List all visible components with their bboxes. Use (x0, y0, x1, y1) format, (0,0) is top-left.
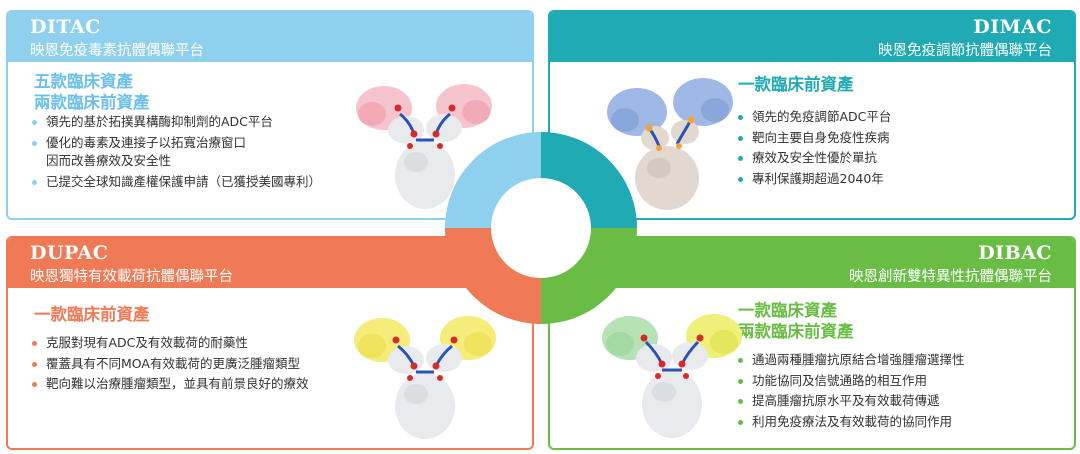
bullet-dot-icon (32, 361, 37, 367)
dibac-header: DIBAC 映恩創新雙特異性抗體偶聯平台 (550, 238, 1074, 288)
dibac-headline-line-1: 一款臨床資產 (738, 301, 837, 320)
bullet-dot-icon (738, 176, 743, 182)
dibac-bullet: 利用免疫療法及有效載荷的協同作用 (736, 413, 1056, 432)
dibac-panel: DIBAC 映恩創新雙特異性抗體偶聯平台 一款臨床資產 兩款臨床前資產 通過兩種… (548, 236, 1076, 450)
bullet-dot-icon (738, 399, 743, 404)
ditac-panel: DITAC 映恩免疫毒素抗體偶聯平台 五款臨床資產 兩款臨床前資產 領先的基於拓… (6, 10, 534, 220)
ditac-bullet-continuation: 因而改善療效及安全性 (46, 153, 172, 168)
ditac-headline-line-1: 五款臨床資產 (34, 72, 133, 91)
dibac-bullet: 提高腫瘤抗原水平及有效載荷傳遞 (736, 392, 1056, 411)
dibac-bullet: 通過兩種腫瘤抗原結合增強腫瘤選擇性 (736, 351, 1056, 370)
bullet-dot-icon (738, 358, 743, 363)
dupac-bullet: 覆蓋具有不同MOA有效載荷的更廣泛腫瘤類型 (30, 355, 360, 374)
dupac-header: DUPAC 映恩獨特有效載荷抗體偶聯平台 (8, 238, 532, 288)
ditac-bullet: 領先的基於拓撲異構酶抑制劑的ADC平台 (30, 113, 360, 132)
dupac-headline: 一款臨床前資產 (34, 304, 150, 325)
bullet-dot-icon (738, 156, 743, 161)
dimac-bullet: 專利保護期超過2040年 (736, 170, 1036, 189)
dupac-headline-line-1: 一款臨床前資產 (34, 305, 150, 324)
ditac-antibody-illustration (350, 80, 500, 212)
ditac-header: DITAC 映恩免疫毒素抗體偶聯平台 (8, 12, 532, 62)
bullet-dot-icon (32, 179, 37, 185)
dibac-headline-line-2: 兩款臨床前資產 (738, 322, 854, 341)
dupac-bullet: 靶向難以治療腫瘤類型，並具有前景良好的療效 (30, 375, 360, 394)
dupac-antibody-illustration (350, 308, 500, 442)
ring-quadrant-ditac (445, 132, 541, 228)
dibac-headline: 一款臨床資產 兩款臨床前資產 (738, 300, 854, 342)
dimac-antibody-illustration (605, 74, 735, 212)
bullet-dot-icon (32, 341, 37, 346)
dimac-bullet: 靶向主要自身免疫性疾病 (736, 129, 1036, 148)
dimac-bullet-list: 領先的免疫調節ADC平台 靶向主要自身免疫性疾病 療效及安全性優於單抗 專利保護… (736, 108, 1036, 190)
bullet-dot-icon (738, 115, 743, 120)
bullet-dot-icon (738, 378, 743, 384)
dibac-bullet: 功能協同及信號通路的相互作用 (736, 372, 1056, 391)
dupac-bullet-list: 克服對現有ADC及有效載荷的耐藥性 覆蓋具有不同MOA有效載荷的更廣泛腫瘤類型 … (30, 334, 360, 396)
ditac-headline-line-2: 兩款臨床前資產 (34, 93, 150, 112)
bullet-dot-icon (738, 135, 743, 141)
ring-quadrant-dimac (541, 132, 637, 228)
dibac-bullet-list: 通過兩種腫瘤抗原結合增強腫瘤選擇性 功能協同及信號通路的相互作用 提高腫瘤抗原水… (736, 351, 1056, 433)
ditac-abbr: DITAC (30, 16, 101, 38)
bullet-dot-icon (32, 120, 37, 125)
dupac-abbr: DUPAC (30, 242, 109, 264)
ring-quadrant-dibac (541, 228, 637, 324)
dimac-bullet: 領先的免疫調節ADC平台 (736, 108, 1036, 127)
ring-center (491, 178, 591, 278)
dimac-headline: 一款臨床前資產 (738, 74, 854, 95)
bullet-dot-icon (32, 140, 37, 146)
ditac-headline: 五款臨床資產 兩款臨床前資產 (34, 71, 150, 113)
bullet-dot-icon (738, 419, 743, 425)
dimac-panel: DIMAC 映恩免疫調節抗體偶聯平台 一款臨床前資產 領先的免疫調節ADC平台 … (548, 10, 1076, 220)
ditac-bullet: 已提交全球知識產權保護申請（已獲授美國專利） (30, 173, 360, 192)
dimac-bullet: 療效及安全性優於單抗 (736, 149, 1036, 168)
dimac-headline-line-1: 一款臨床前資產 (738, 75, 854, 94)
dibac-abbr: DIBAC (978, 242, 1052, 264)
dibac-subtitle: 映恩創新雙特異性抗體偶聯平台 (849, 269, 1052, 285)
ring-quadrant-dupac (445, 228, 541, 324)
dupac-bullet: 克服對現有ADC及有效載荷的耐藥性 (30, 334, 360, 353)
ditac-bullet: 優化的毒素及連接子以拓寬治療窗口 (30, 134, 360, 153)
dibac-antibody-illustration (600, 304, 745, 442)
dimac-abbr: DIMAC (973, 16, 1052, 38)
ditac-bullet-list: 領先的基於拓撲異構酶抑制劑的ADC平台 優化的毒素及連接子以拓寬治療窗口 因而改… (30, 113, 360, 193)
dimac-header: DIMAC 映恩免疫調節抗體偶聯平台 (550, 12, 1074, 62)
dimac-subtitle: 映恩免疫調節抗體偶聯平台 (878, 43, 1052, 59)
bullet-dot-icon (32, 382, 37, 387)
dupac-panel: DUPAC 映恩獨特有效載荷抗體偶聯平台 一款臨床前資產 克服對現有ADC及有效… (6, 236, 534, 450)
ditac-subtitle: 映恩免疫毒素抗體偶聯平台 (30, 43, 204, 59)
dupac-subtitle: 映恩獨特有效載荷抗體偶聯平台 (30, 269, 233, 285)
